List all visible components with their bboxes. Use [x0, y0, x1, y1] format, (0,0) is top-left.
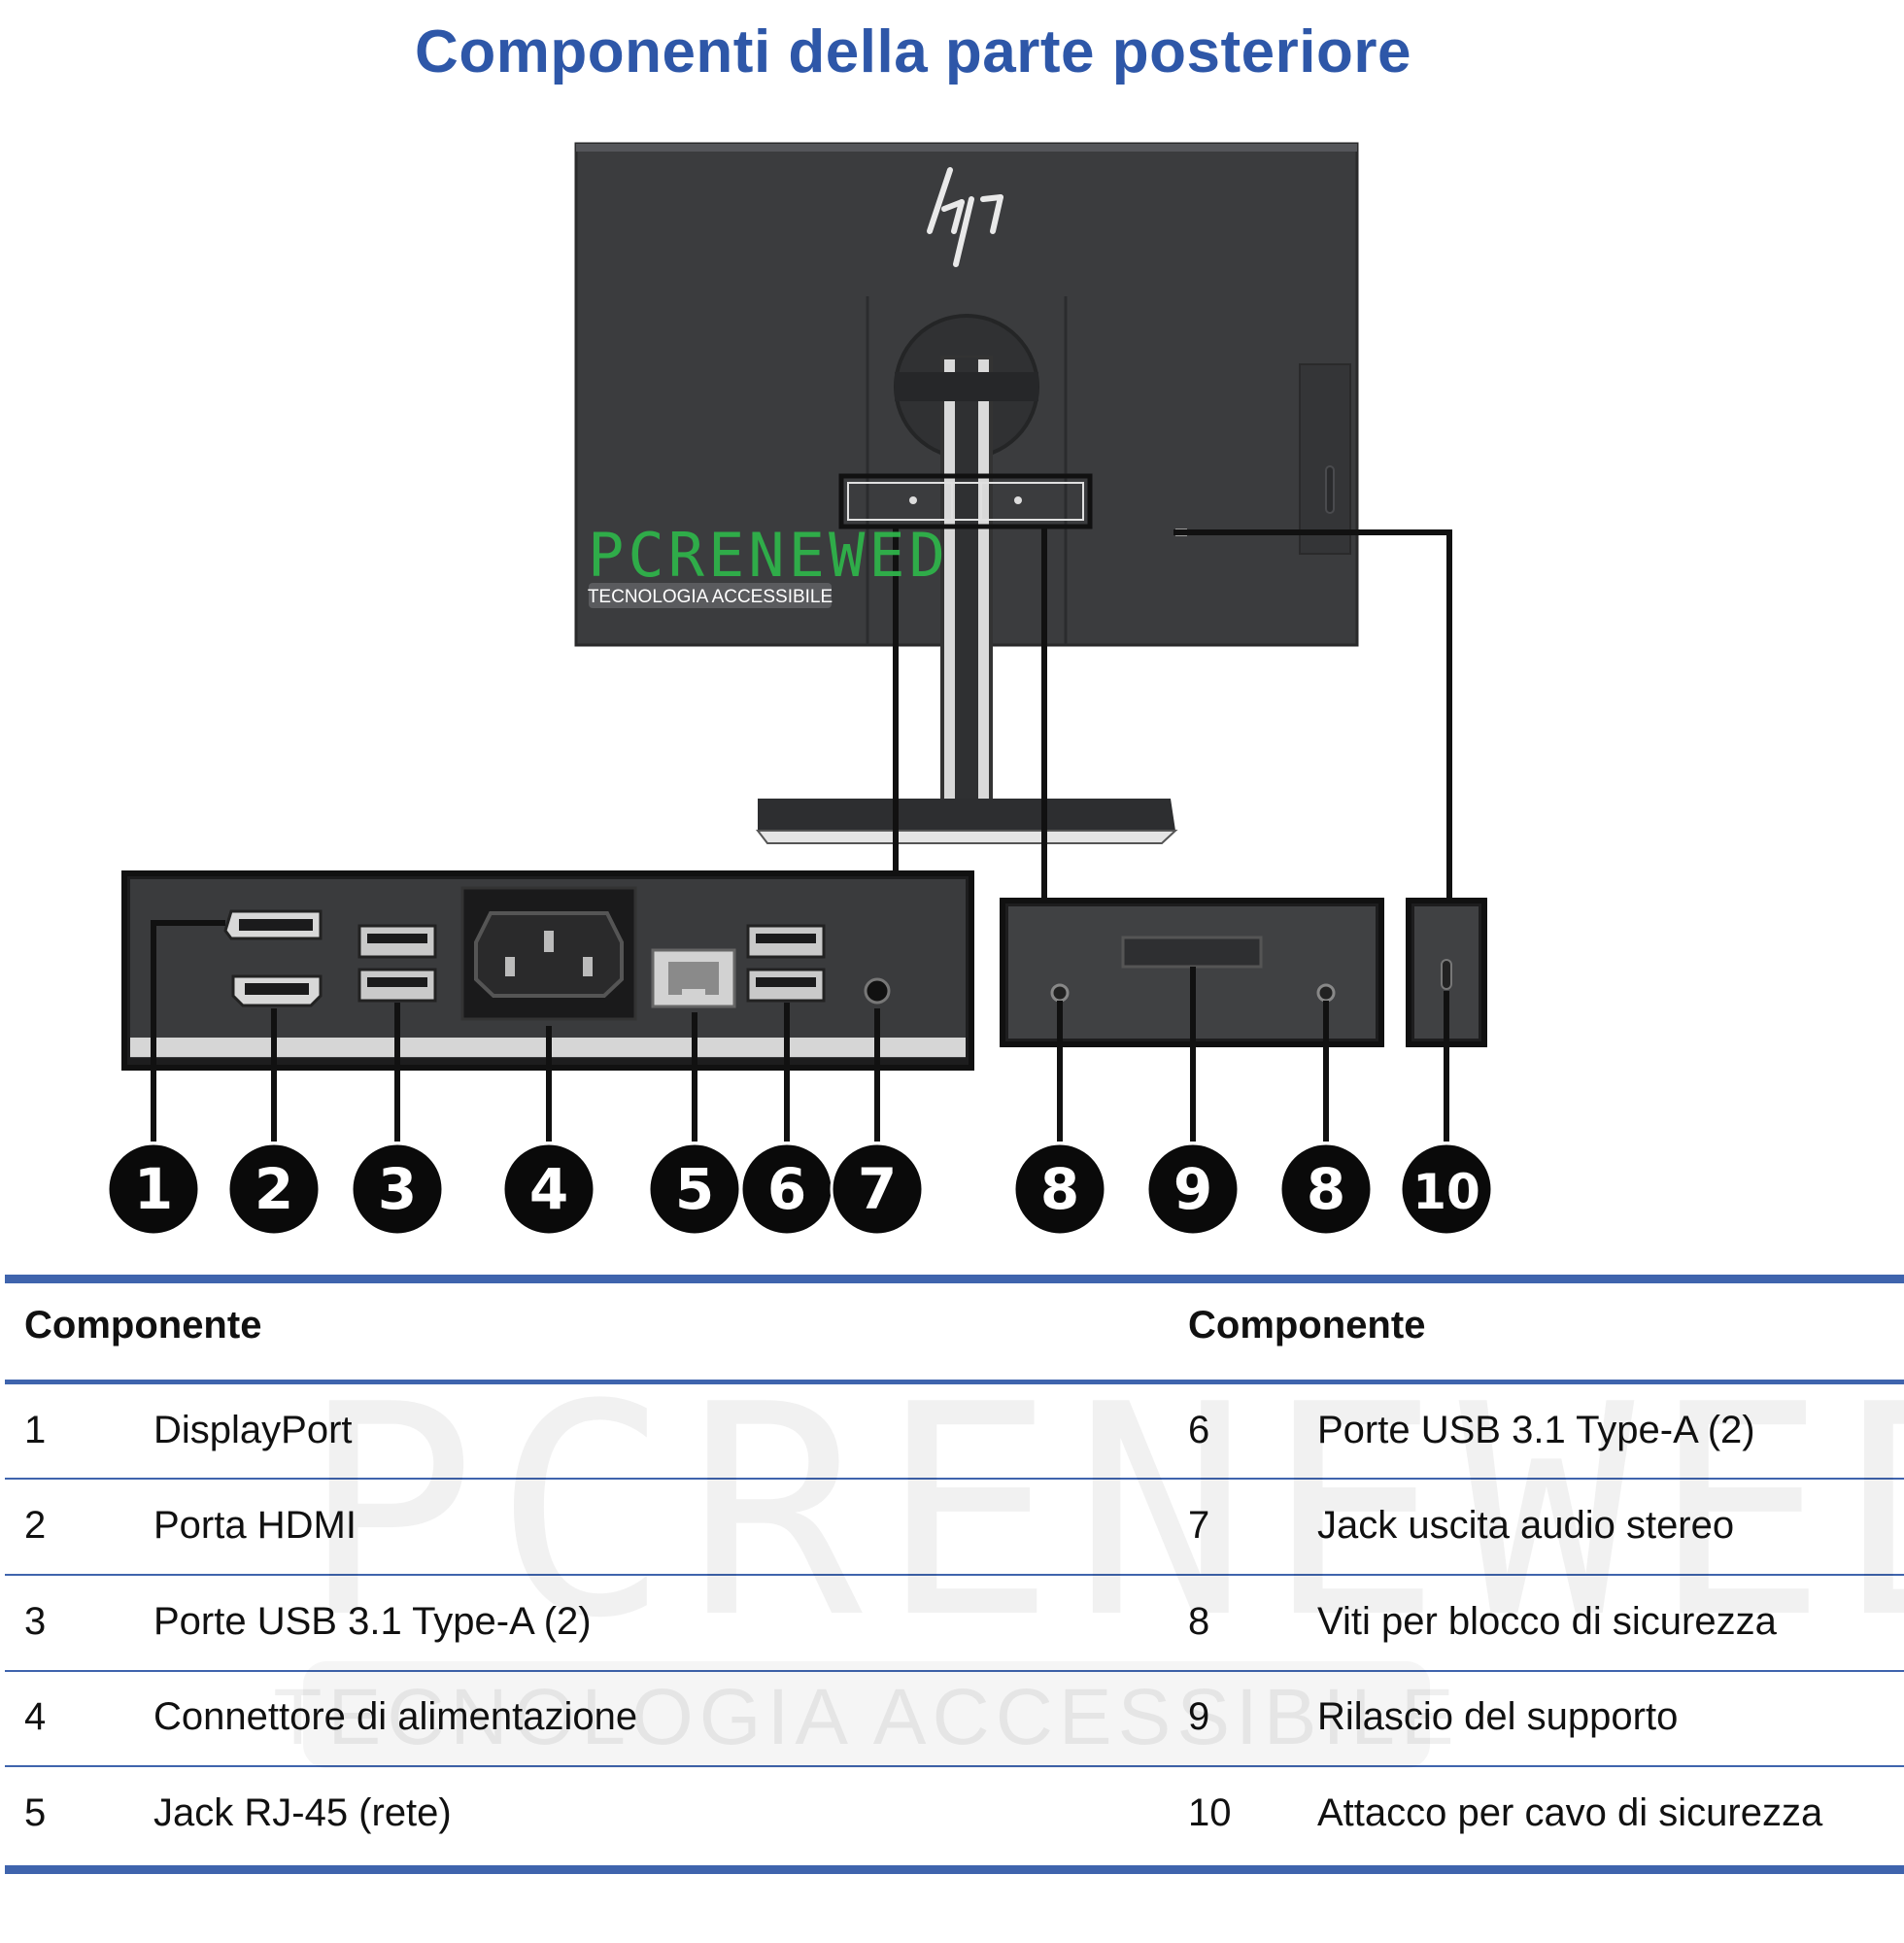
callout-number: 7	[858, 1156, 897, 1222]
svg-text:PCRENEWED: PCRENEWED	[588, 520, 949, 591]
callout-number: 6	[767, 1156, 806, 1222]
callout-number: 10	[1412, 1164, 1480, 1220]
monitor-diagram: PCRENEWED TECNOLOGIA ACCESSIBILE	[106, 142, 1494, 1237]
callout-number: 5	[675, 1156, 714, 1222]
usb-port-pair-3	[357, 924, 437, 1003]
rj45-port	[651, 948, 736, 1008]
callout-number: 4	[529, 1156, 568, 1222]
row-divider	[5, 1478, 1904, 1480]
table-top-rule	[5, 1275, 1904, 1283]
displayport-port	[223, 909, 323, 940]
callout-number: 1	[134, 1156, 173, 1222]
watermark-logo: PCRENEWED TECNOLOGIA ACCESSIBILE	[588, 520, 949, 608]
callout-badge	[1278, 1142, 1374, 1237]
callout-badge	[1399, 1142, 1494, 1237]
callout-badge	[106, 1142, 201, 1237]
callout-number: 2	[255, 1156, 293, 1222]
row-divider	[5, 1574, 1904, 1576]
callout-badge	[1012, 1142, 1107, 1237]
table-bottom-rule	[5, 1865, 1904, 1874]
callout-number: 3	[378, 1156, 417, 1222]
stand-release-callout-box	[838, 473, 1093, 529]
stand	[755, 356, 1178, 844]
callout-number: 8	[1040, 1156, 1079, 1222]
callout-number: 8	[1307, 1156, 1345, 1222]
row-divider	[5, 1670, 1904, 1672]
table-header-left: Componente	[24, 1304, 262, 1346]
svg-text:TECNOLOGIA ACCESSIBILE: TECNOLOGIA ACCESSIBILE	[588, 587, 833, 607]
table-header-rule	[5, 1380, 1904, 1384]
page-title: Componenti della parte posteriore	[415, 18, 1411, 85]
hp-logo	[927, 167, 1003, 267]
hdmi-port	[231, 974, 323, 1007]
callout-badge	[501, 1142, 596, 1237]
power-connector	[460, 886, 637, 1021]
usb-port-pair-6	[746, 924, 826, 1003]
callout-badge	[226, 1142, 322, 1237]
callout-badge	[350, 1142, 445, 1237]
callout-leaders	[151, 920, 1449, 1142]
leader-lines	[893, 527, 1452, 899]
callout-badge	[830, 1142, 925, 1237]
audio-jack	[864, 977, 891, 1005]
row-divider	[5, 1765, 1904, 1767]
table-header-right: Componente	[1188, 1304, 1426, 1346]
callout-badge	[1145, 1142, 1241, 1237]
callout-number: 9	[1173, 1156, 1212, 1222]
